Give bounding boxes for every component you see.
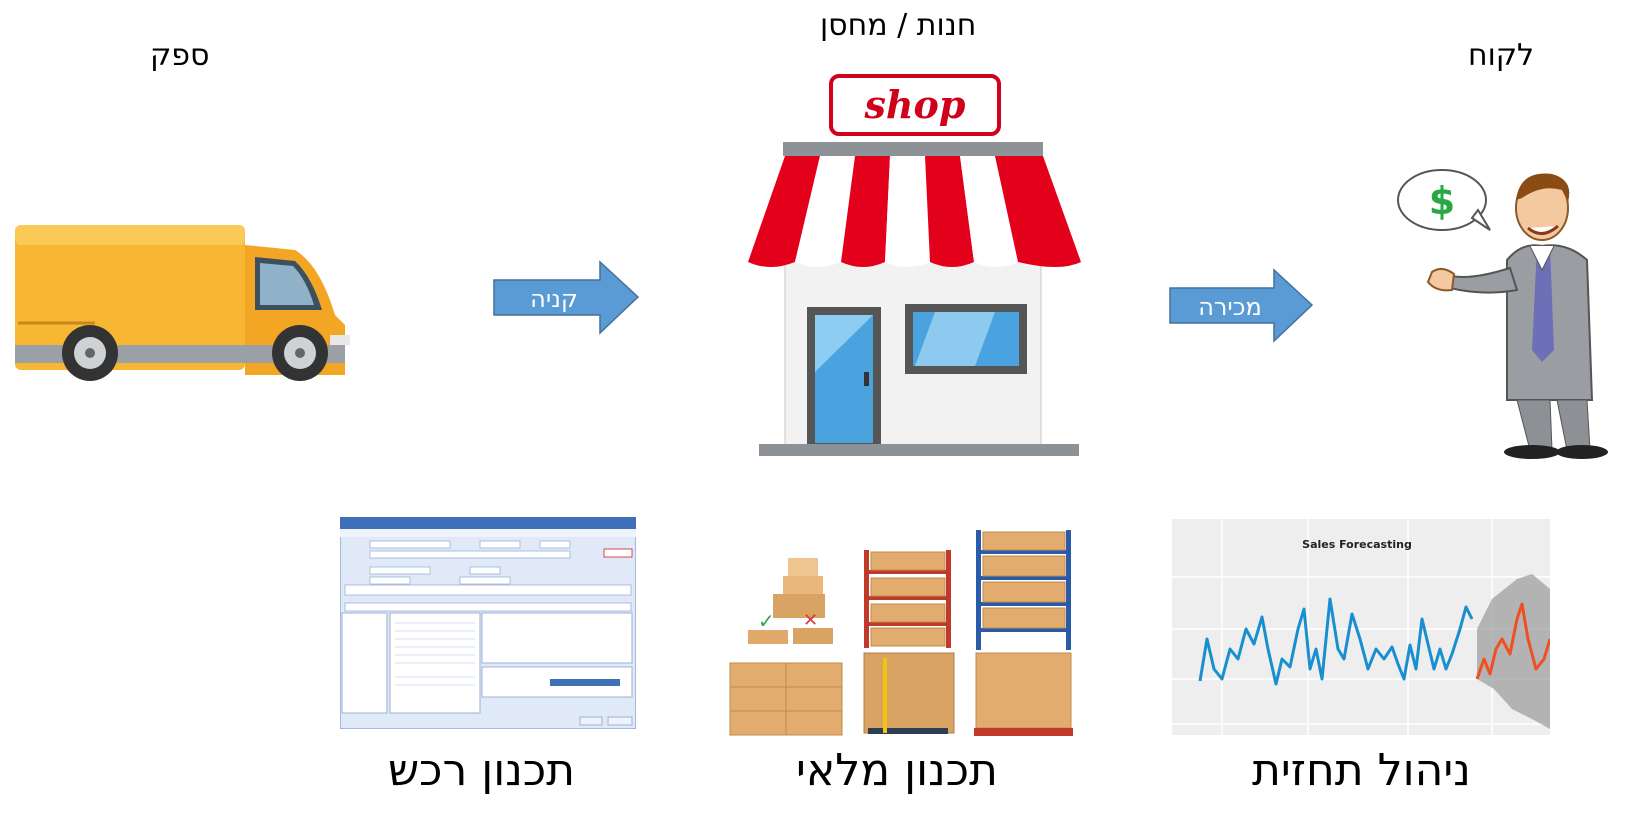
inventory-planning-label: תכנון מלאי xyxy=(796,745,998,796)
forecast-chart-title: Sales Forecasting xyxy=(1302,538,1412,551)
forecast-management-label: ניהול תחזית xyxy=(1252,745,1471,796)
purchase-arrow-label: קניה xyxy=(530,285,578,313)
customer-label: לקוח xyxy=(1468,38,1535,73)
svg-text:$: $ xyxy=(1429,179,1455,223)
supplier-label: ספק xyxy=(150,38,210,73)
sale-arrow: מכירה xyxy=(1168,268,1316,343)
inventory-warehouse-illustration: ✓ ✕ xyxy=(728,528,1073,738)
svg-text:✓: ✓ xyxy=(758,609,775,633)
store-label: חנות / מחסן xyxy=(820,8,977,43)
procurement-planning-label: תכנון רכש xyxy=(388,745,576,796)
svg-text:✕: ✕ xyxy=(803,610,818,631)
purchase-arrow: קניה xyxy=(492,260,642,335)
truck-illustration xyxy=(10,215,360,415)
sale-arrow-label: מכירה xyxy=(1198,293,1262,321)
shop-sign-text: shop xyxy=(864,82,966,127)
customer-illustration: $ xyxy=(1392,150,1652,460)
shop-illustration: shop xyxy=(745,72,1085,462)
sales-forecasting-chart: Sales Forecasting xyxy=(1172,519,1550,735)
procurement-software-screenshot xyxy=(340,517,636,729)
